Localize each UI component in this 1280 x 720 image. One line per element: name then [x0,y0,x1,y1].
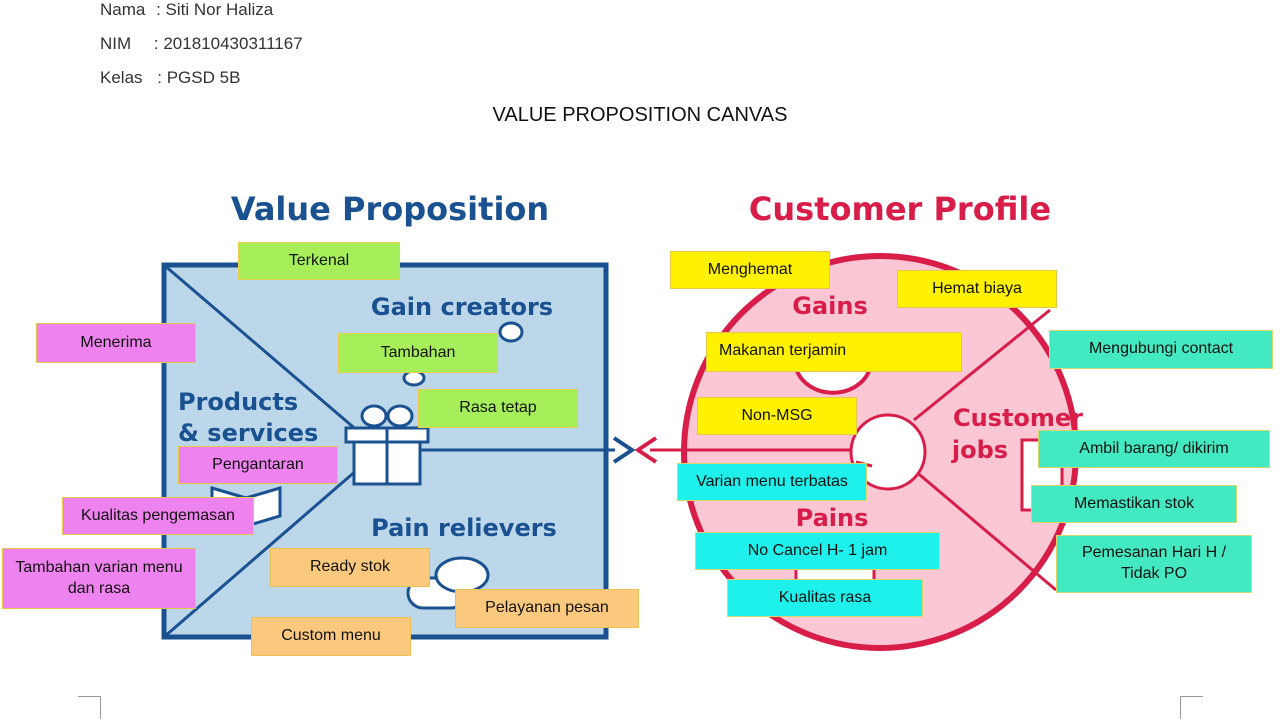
note-non-msg[interactable]: Non-MSG [697,397,857,435]
note-menghemat[interactable]: Menghemat [670,251,830,289]
note-ambil-barang[interactable]: Ambil barang/ dikirim [1038,430,1270,468]
gain-bubble-icon [402,321,524,387]
profile-divider-top [913,308,1051,422]
note-ready-stok[interactable]: Ready stok [270,548,430,587]
note-terkenal[interactable]: Terkenal [238,242,400,280]
gift-icon [344,404,430,486]
note-tambahan[interactable]: Tambahan [338,333,498,373]
note-custom-menu[interactable]: Custom menu [251,617,411,656]
name-value: : Siti Nor Haliza [156,0,274,19]
student-nim: NIM : 201810430311167 [100,34,303,54]
crop-mark-right [1180,696,1203,719]
value-divider-bottom [163,448,381,639]
nim-value: : 201810430311167 [153,34,303,53]
note-no-cancel[interactable]: No Cancel H- 1 jam [695,532,940,570]
document-title: VALUE PROPOSITION CANVAS [492,104,788,126]
value-proposition-title: Value Proposition [231,190,549,228]
note-kualitas-rasa[interactable]: Kualitas rasa [727,579,923,617]
note-rasa-tetap[interactable]: Rasa tetap [418,389,578,428]
note-mengubungi-contact[interactable]: Mengubungi contact [1049,330,1273,369]
kelas-value: : PGSD 5B [157,68,241,87]
products-label-line2: & services [178,419,318,447]
note-pengantaran[interactable]: Pengantaran [178,446,338,484]
connector-arrow-left [634,436,658,464]
customer-jobs-label-line2: jobs [951,436,1008,464]
kelas-label: Kelas [100,68,143,87]
pain-relievers-label: Pain relievers [371,514,557,542]
student-name: Nama : Siti Nor Haliza [100,0,273,20]
note-makanan-terjamin[interactable]: Makanan terjamin [706,332,962,372]
name-label: Nama [100,0,146,19]
customer-jobs-label-line1: Customer [953,404,1083,432]
profile-divider-bottom [913,468,1057,592]
products-label-line1: Products [178,388,298,416]
pains-label: Pains [796,504,869,532]
note-pemesanan-hari-h[interactable]: Pemesanan Hari H / Tidak PO [1056,535,1252,593]
gains-smile-icon [794,367,872,395]
nim-label: NIM [100,34,132,53]
note-menerima[interactable]: Menerima [36,323,196,363]
note-varian-menu-terbatas[interactable]: Varian menu terbatas [677,463,867,501]
gain-creators-label: Gain creators [371,293,553,321]
gains-label: Gains [792,292,868,320]
crop-mark-left [78,696,101,719]
face-icon [849,413,927,491]
note-kualitas-pengemasan[interactable]: Kualitas pengemasan [62,497,254,535]
customer-profile-title: Customer Profile [749,190,1051,228]
note-pelayanan-pesan[interactable]: Pelayanan pesan [455,589,639,628]
student-kelas: Kelas : PGSD 5B [100,68,240,88]
note-tambahan-varian[interactable]: Tambahan varian menu dan rasa [2,548,196,609]
note-hemat-biaya[interactable]: Hemat biaya [897,270,1057,308]
note-memastikan-stok[interactable]: Memastikan stok [1031,485,1237,523]
value-divider-top [163,263,381,452]
connector-arrow-right [612,436,636,464]
